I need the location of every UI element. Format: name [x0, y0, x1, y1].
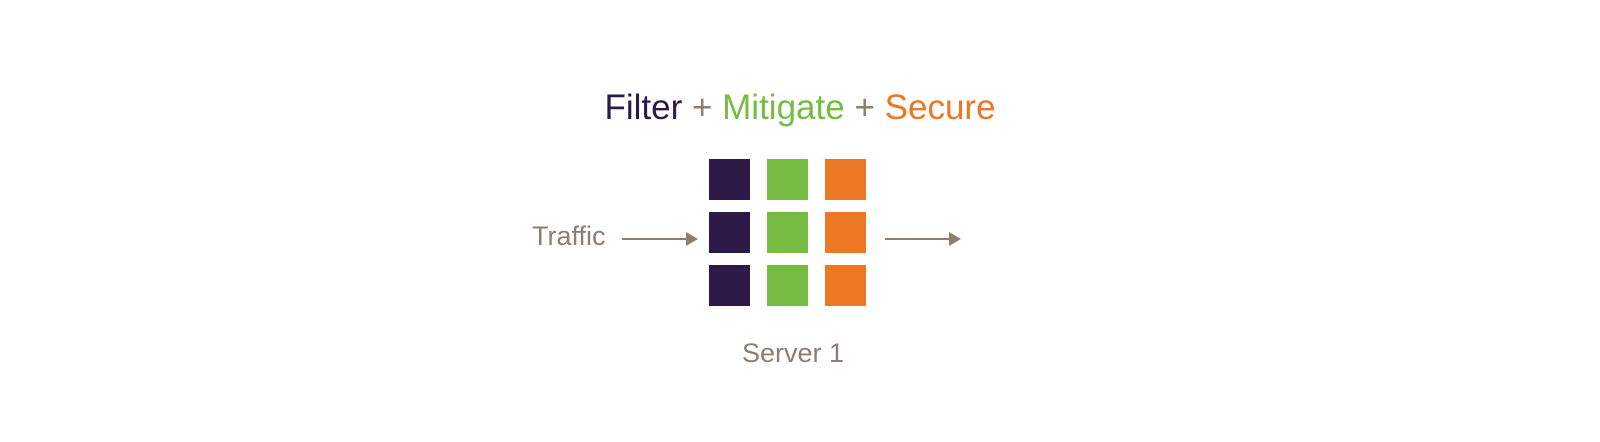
diagram-title: Filter + Mitigate + Secure	[0, 86, 1600, 130]
title-mitigate: Mitigate	[722, 88, 845, 127]
grid-cell-r1-c1	[709, 159, 750, 200]
grid-cell-r3-c2	[767, 265, 808, 306]
grid-cell-r2-c2	[767, 212, 808, 253]
server-label: Server 1	[741, 338, 845, 368]
title-plus-2: +	[854, 88, 875, 127]
grid-cell-r3-c3	[825, 265, 866, 306]
title-filter: Filter	[604, 88, 683, 127]
title-plus-1: +	[691, 88, 713, 127]
traffic-label: Traffic	[532, 221, 606, 251]
grid-cell-r2-c1	[709, 212, 750, 253]
arrow-head-in	[686, 232, 698, 246]
grid-cell-r1-c3	[825, 159, 866, 200]
grid-cell-r3-c1	[709, 265, 750, 306]
grid-cell-r1-c2	[767, 159, 808, 200]
server-label-wrapper: Server 1	[0, 336, 1600, 370]
traffic-in-arrow-icon	[622, 232, 698, 246]
title-secure: Secure	[884, 88, 996, 127]
grid-cell-r2-c3	[825, 212, 866, 253]
server-block-grid	[709, 159, 866, 306]
traffic-out-arrow-icon	[885, 232, 961, 246]
arrow-head-out	[949, 232, 961, 246]
